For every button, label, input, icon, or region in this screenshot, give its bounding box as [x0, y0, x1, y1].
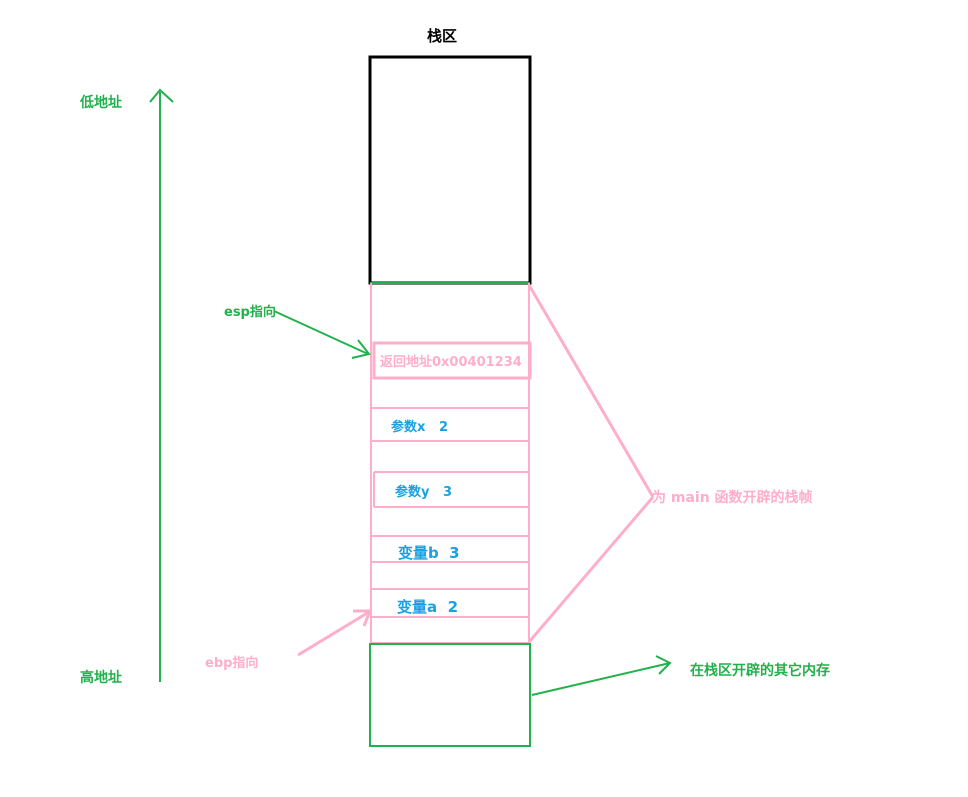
stack-title: 栈区 [427, 27, 457, 45]
ebp-arrow-line [297, 610, 370, 657]
return-address-text: 返回地址0x00401234 [380, 354, 522, 370]
main-frame-annotation: 为 main 函数开辟的栈帧 [652, 489, 813, 506]
param-x-text: 参数x 2 [391, 419, 448, 435]
other-memory-arrow-head [655, 655, 672, 675]
esp-label: esp指向 [224, 304, 276, 320]
var-b-text: 变量b 3 [398, 544, 460, 562]
other-memory-annotation: 在栈区开辟的其它内存 [690, 662, 830, 679]
high-address-label: 高地址 [80, 669, 122, 686]
frame-bracket-bottom [527, 496, 655, 643]
ebp-label: ebp指向 [205, 655, 258, 671]
other-memory-arrow-line [531, 662, 671, 696]
esp-arrow-line [273, 310, 369, 355]
var-a-text: 变量a 2 [397, 598, 458, 616]
param-y-text: 参数y 3 [395, 484, 452, 500]
ebp-arrow-head [353, 609, 373, 627]
frame-bracket-top [527, 284, 655, 498]
return-address-cell [372, 341, 532, 380]
address-axis-arrowhead [149, 88, 174, 103]
stack-top-region [368, 55, 532, 285]
other-memory-region [369, 643, 531, 747]
esp-arrow-head [351, 339, 371, 359]
low-address-label: 低地址 [79, 94, 122, 111]
